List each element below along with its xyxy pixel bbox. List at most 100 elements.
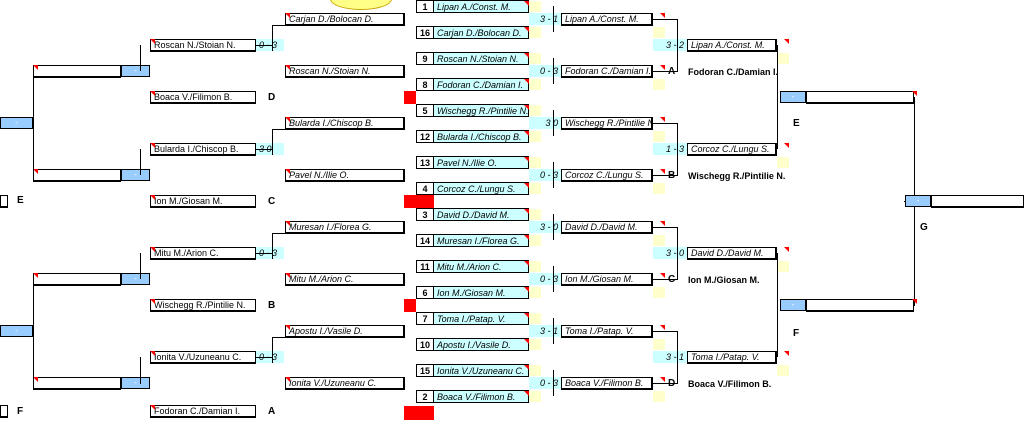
left-score-cell[interactable]: - xyxy=(121,273,150,285)
match-f-result-box[interactable] xyxy=(806,299,914,312)
comment-marker xyxy=(524,131,529,136)
left-result-box[interactable] xyxy=(33,65,121,78)
comment-marker xyxy=(524,391,529,396)
r2-score[interactable]: 3 - 0 xyxy=(653,247,687,259)
left-team[interactable]: Wischegg R./Pintilie N. xyxy=(150,299,256,312)
r2-winner[interactable]: Lipan A./Const. M. xyxy=(687,39,777,52)
r2-winner[interactable]: David D./David M. xyxy=(687,247,777,260)
left-team[interactable]: Roscan N./Stoian N. xyxy=(150,39,256,52)
note-cell xyxy=(529,183,541,194)
bracket-line xyxy=(553,266,554,292)
left-feed-team[interactable]: Roscan N./Stoian N. xyxy=(285,65,405,78)
r1-score[interactable]: 0 - 3 xyxy=(529,65,561,77)
left-result-box[interactable] xyxy=(33,169,121,182)
match-g-score-cell[interactable]: - xyxy=(905,195,931,207)
left-edge-box[interactable] xyxy=(0,405,8,418)
left-feed-team[interactable]: Ionita V./Uzuneanu C. xyxy=(285,377,405,390)
note-cell xyxy=(529,313,541,324)
seed-number: 11 xyxy=(417,261,434,272)
r1-score[interactable]: 0 - 3 xyxy=(529,273,561,285)
r2-score[interactable]: 3 - 1 xyxy=(653,351,687,363)
comment-marker xyxy=(784,351,789,356)
seed-team: Wischegg R./Pintilie N. xyxy=(434,105,528,116)
bracket-line xyxy=(272,233,273,259)
r1-score[interactable]: 0 - 3 xyxy=(529,377,561,389)
comment-marker xyxy=(33,169,38,174)
left-team[interactable]: Ion M./Giosan M. xyxy=(150,195,256,208)
r1-winner[interactable]: Toma I./Patap. V. xyxy=(561,325,653,338)
comment-marker xyxy=(912,91,917,96)
r1-score[interactable]: 3 - 1 xyxy=(529,13,561,25)
r1-score[interactable]: 0 - 3 xyxy=(529,169,561,181)
r1-score[interactable]: 3 - 0 xyxy=(529,221,561,233)
bracket-line xyxy=(33,77,34,181)
left-edge-box[interactable] xyxy=(0,195,8,208)
r1-winner[interactable]: Wischegg R./Pintilie N. xyxy=(561,117,653,130)
r1-score[interactable]: 3 - 1 xyxy=(529,325,561,337)
bracket-line xyxy=(653,383,678,384)
r2-winner[interactable]: Toma I./Patap. V. xyxy=(687,351,777,364)
left-result-box[interactable] xyxy=(33,273,121,286)
seed-team: David D./David M. xyxy=(434,209,528,220)
left-score-cell[interactable]: - xyxy=(121,65,150,77)
seed-number: 5 xyxy=(417,105,434,116)
left-team[interactable]: Bularda I./Chiscop B. xyxy=(150,143,256,156)
left-team[interactable]: Fodoran C./Damian I. xyxy=(150,405,256,418)
r1-winner[interactable]: Boaca V./Filimon B. xyxy=(561,377,653,390)
comment-marker xyxy=(524,313,529,318)
r2-score[interactable]: 1 - 3 xyxy=(653,143,687,155)
seed-number: 16 xyxy=(417,27,434,38)
r1-winner[interactable]: Lipan A./Const. M. xyxy=(561,13,653,26)
r2-winner[interactable]: Corcoz C./Lungu S. xyxy=(687,143,777,156)
seed-team: Roscan N./Stoian N. xyxy=(434,53,528,64)
match-e-result-box[interactable] xyxy=(806,91,914,104)
left-feed-team[interactable]: Muresan I./Florea G. xyxy=(285,221,405,234)
bracket-line xyxy=(272,337,273,363)
note-cell xyxy=(529,1,541,12)
r1-score[interactable]: 3 0 xyxy=(529,117,561,129)
left-feed-team[interactable]: Carjan D./Bolocan D. xyxy=(285,13,405,26)
r1-winner[interactable]: Corcoz C./Lungu S. xyxy=(561,169,653,182)
comment-marker xyxy=(33,65,38,70)
left-score-cell[interactable]: - xyxy=(0,117,33,129)
match-e-score-cell[interactable]: - xyxy=(780,91,806,103)
left-feed-team[interactable]: Mitu M./Arion C. xyxy=(285,273,405,286)
r1-winner[interactable]: Fodoran C./Damian I. xyxy=(561,65,653,78)
r1-winner[interactable]: David D./David M. xyxy=(561,221,653,234)
bracket-line xyxy=(653,227,678,228)
left-score-cell[interactable]: - xyxy=(121,377,150,389)
match-f-score-cell[interactable]: - xyxy=(780,299,806,311)
left-team[interactable]: Ionita V./Uzuneanu C. xyxy=(150,351,256,364)
left-score-cell[interactable]: - xyxy=(121,169,150,181)
match-g-result-box[interactable] xyxy=(931,195,1024,208)
left-feed-team[interactable]: Apostu I./Vasile D. xyxy=(285,325,405,338)
left-team[interactable]: Boaca V./Filimon B. xyxy=(150,91,256,104)
seed-team: Bularda I./Chiscop B. xyxy=(434,131,528,142)
left-feed-team[interactable]: Bularda I./Chiscop B. xyxy=(285,117,405,130)
r2-score[interactable]: 3 - 2 xyxy=(653,39,687,51)
comment-marker xyxy=(285,13,290,18)
bracket-line xyxy=(140,253,141,279)
left-score-cell[interactable]: - xyxy=(0,325,33,337)
left-feed-team[interactable]: Pavel N./Ilie O. xyxy=(285,169,405,182)
left-result-box[interactable] xyxy=(33,377,121,390)
red-marker xyxy=(404,91,416,104)
r1-winner[interactable]: Ion M./Giosan M. xyxy=(561,273,653,286)
left-team[interactable]: Mitu M./Arion C. xyxy=(150,247,256,260)
